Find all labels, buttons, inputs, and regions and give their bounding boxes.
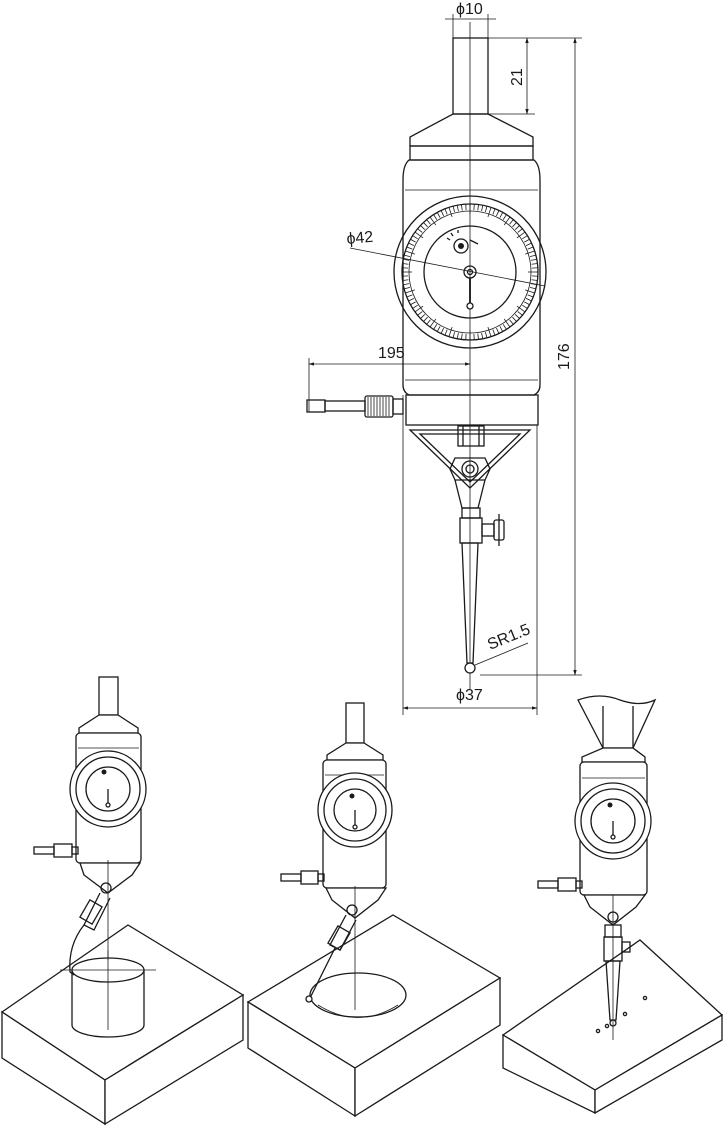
dim-body-diameter: ϕ37 [456, 687, 483, 704]
dim-overall-height: 176 [556, 343, 573, 370]
main-view-drawing: ϕ10 21 ϕ42 195 176 SR1.5 ϕ37 [306, 1, 582, 715]
dim-shank-diameter: ϕ10 [456, 1, 483, 18]
side-clamp [306, 395, 404, 418]
dim-offset-length: 195 [378, 345, 405, 362]
dimension-lines [308, 14, 582, 715]
shank [452, 37, 489, 115]
usage-hole-center [501, 695, 724, 1115]
dial-face [393, 195, 547, 349]
dim-dial-diameter: ϕ42 [346, 229, 374, 248]
stylus-tip [461, 542, 479, 674]
dim-tip-radius: SR1.5 [485, 621, 533, 653]
stylus-holder [459, 507, 505, 546]
dim-shank-length: 21 [509, 68, 526, 86]
usage-cylinder-outer [0, 676, 245, 1126]
cone-collar [409, 113, 534, 147]
usage-bore-inner [246, 702, 502, 1118]
